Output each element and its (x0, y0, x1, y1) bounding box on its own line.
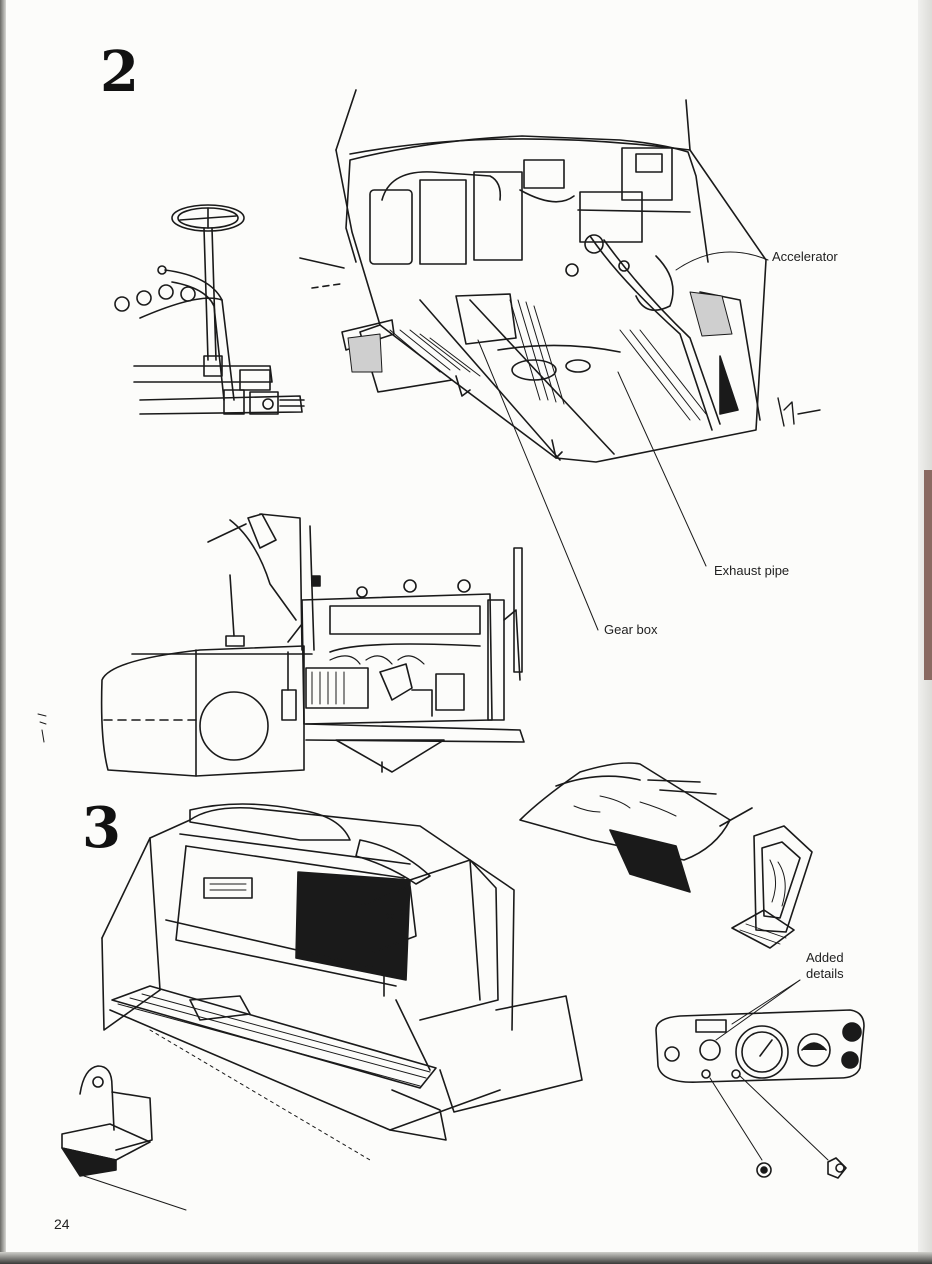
cab-interior-drawing (300, 90, 820, 630)
cab-body-drawing (102, 804, 582, 1160)
page-spine-shadow (0, 0, 6, 1264)
hinged-plate-drawing (732, 826, 812, 948)
hood-cover-drawing (520, 763, 752, 892)
callout-gear-box: Gear box (604, 622, 658, 637)
instrument-panel-drawing (656, 980, 864, 1178)
page-edge-tab (924, 470, 932, 680)
engine-side-drawing (102, 514, 524, 776)
steering-column-drawing (115, 205, 304, 414)
margin-mark (38, 714, 46, 742)
seat-drawing (62, 1066, 186, 1210)
callout-exhaust-pipe: Exhaust pipe (714, 563, 790, 578)
section-number-2: 2 (100, 39, 139, 105)
callout-added-details: Added details (806, 950, 844, 981)
callout-accelerator: Accelerator (772, 249, 838, 264)
page-bottom-shadow (0, 1252, 932, 1264)
page-number: 24 (54, 1216, 70, 1232)
section-number-3: 3 (82, 795, 121, 861)
